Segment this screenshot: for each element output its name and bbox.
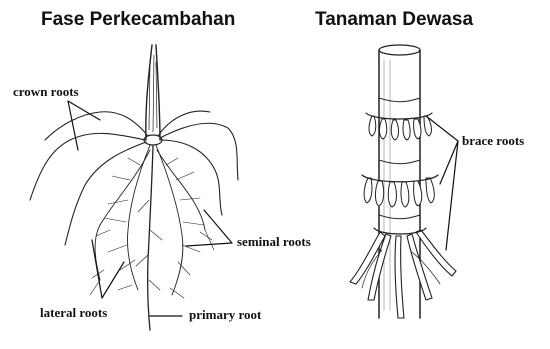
title-seedling-phase: Fase Perkecambahan <box>41 9 235 31</box>
brace-ring-upper <box>366 113 432 140</box>
leader-crown-roots <box>68 101 100 150</box>
seminal-roots-drawing <box>95 145 205 330</box>
mature-plant-drawing <box>350 45 456 318</box>
label-primary-root: primary root <box>189 307 261 323</box>
title-mature-plant: Tanaman Dewasa <box>315 9 473 31</box>
label-brace-roots: brace roots <box>462 133 524 149</box>
label-seminal-roots: seminal roots <box>237 234 311 250</box>
leader-seminal-roots <box>186 210 232 246</box>
brace-ring-middle <box>362 175 438 207</box>
label-crown-roots: crown roots <box>13 84 79 100</box>
brace-roots-lower <box>350 228 456 318</box>
crown-roots-drawing <box>30 111 238 245</box>
label-lateral-roots: lateral roots <box>40 305 107 321</box>
